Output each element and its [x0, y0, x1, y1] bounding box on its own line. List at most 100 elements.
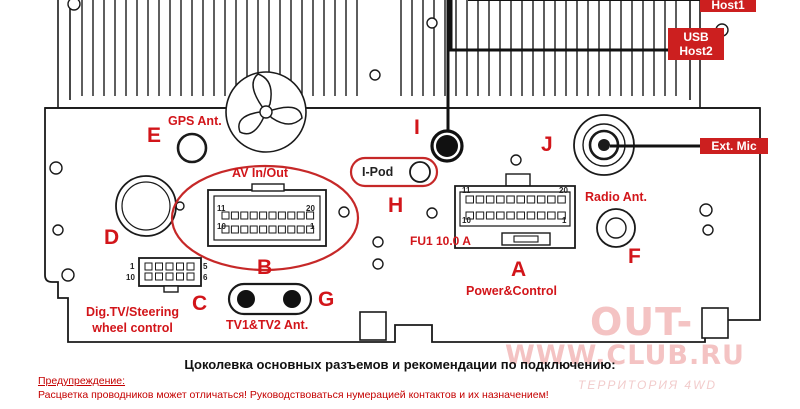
tv-antenna-plug [227, 282, 313, 316]
ipod-connector [349, 156, 439, 188]
av-pin [277, 211, 286, 220]
steering-pin-grid [144, 262, 195, 281]
power-pin [475, 211, 485, 220]
letter-a: A [511, 258, 527, 281]
chassis-outline [44, 107, 761, 343]
power-pin [485, 211, 495, 220]
power-pin [557, 195, 566, 204]
steering-pin [165, 262, 174, 271]
steering-pin [176, 262, 184, 271]
power-pin [496, 195, 505, 204]
diagram-caption: Цоколевка основных разъемов и рекомендац… [184, 357, 616, 372]
av-pin-10: 10 [217, 222, 226, 231]
label-ipod: I-Pod [362, 165, 394, 179]
letter-c: C [192, 292, 208, 315]
power-pin [516, 211, 525, 220]
letter-b: B [257, 256, 273, 279]
power-pin [557, 211, 566, 220]
power-control-connector [454, 173, 576, 249]
chassis-feet [359, 307, 729, 341]
av-pin [221, 211, 230, 220]
av-pin-20: 20 [306, 204, 315, 213]
label-tv-ant: TV1&TV2 Ant. [226, 318, 309, 332]
letter-g: G [318, 288, 335, 311]
steering-pin [155, 262, 163, 271]
av-pin [268, 225, 277, 234]
power-pin [506, 211, 515, 220]
pwr-pin-20: 20 [559, 186, 568, 195]
av-pin [240, 225, 249, 234]
letter-j: J [541, 133, 553, 156]
c-pin-5: 5 [203, 262, 208, 271]
letter-d: D [104, 226, 120, 249]
warning-title: Предупреждение: [38, 375, 126, 387]
steering-pin [144, 272, 153, 281]
watermark-line3: ТЕРРИТОРИЯ 4WD [578, 378, 718, 392]
av-pin [249, 211, 258, 220]
heatsink-fins [81, 0, 677, 96]
label-dig-tv: Dig.TV/Steering wheel control [86, 304, 179, 336]
av-pin [287, 211, 296, 220]
power-pin [475, 195, 485, 204]
av-pin-11: 11 [217, 204, 226, 213]
av-pin [277, 225, 286, 234]
av-pin-1: 1 [310, 222, 315, 231]
av-pin [230, 211, 239, 220]
letter-f: F [628, 245, 641, 268]
power-pin [465, 195, 474, 204]
label-av-in-out: AV In/Out [232, 166, 289, 180]
c-pin-10: 10 [126, 273, 135, 282]
power-pin [547, 195, 556, 204]
letter-e: E [147, 124, 162, 147]
power-pin [526, 211, 536, 220]
av-pin [306, 211, 315, 220]
av-pin [259, 211, 268, 220]
label-gps-ant: GPS Ant. [168, 114, 222, 128]
steering-pin [176, 272, 184, 281]
steering-pin [155, 272, 163, 281]
watermark-line2: WWW.CLUB.RU [505, 340, 745, 371]
top-heatsink [57, 0, 701, 109]
warning-text: Расцветка проводников может отличаться! … [38, 389, 549, 401]
steering-pin [186, 272, 195, 281]
ext-mic-socket [573, 114, 700, 176]
av-pin [221, 225, 230, 234]
usb-host2-line1: USB [683, 30, 709, 44]
pwr-pin-11: 11 [462, 186, 471, 195]
label-radio-ant: Radio Ant. [585, 190, 648, 204]
power-pin [465, 211, 474, 220]
av-pin [259, 225, 268, 234]
steering-pin [144, 262, 153, 271]
power-pin [485, 195, 495, 204]
av-connector [207, 183, 327, 247]
av-pin-grid [221, 211, 315, 234]
power-pin [506, 195, 515, 204]
power-pin [536, 195, 546, 204]
gps-antenna-socket [176, 132, 208, 164]
radio-antenna-socket [596, 208, 636, 248]
label-dig-tv-line2: wheel control [92, 321, 173, 335]
av-pin [240, 211, 249, 220]
c-pin-6: 6 [203, 273, 208, 282]
pwr-pin-1: 1 [562, 216, 567, 225]
label-fuse: FU1 10.0 A [410, 234, 471, 248]
steering-pin [186, 262, 195, 271]
usb-socket [430, 0, 700, 163]
c-pin-1: 1 [130, 262, 135, 271]
power-pin [496, 211, 505, 220]
av-pin [296, 225, 305, 234]
digital-tv-round-connector [115, 175, 177, 237]
power-pin-grid [465, 195, 566, 220]
av-highlight-ellipse [170, 164, 360, 272]
av-pin [296, 211, 305, 220]
usb-host2-line2: Host2 [679, 44, 713, 58]
label-power-control: Power&Control [466, 284, 557, 298]
av-pin [268, 211, 277, 220]
usb-host1-tag: Host1 [700, 0, 756, 12]
ext-mic-tag: Ext. Mic [700, 138, 768, 154]
power-pin [547, 211, 556, 220]
av-pin [249, 225, 258, 234]
label-dig-tv-line1: Dig.TV/Steering [86, 305, 180, 319]
steering-wheel-connector [138, 257, 202, 293]
pwr-pin-10: 10 [462, 216, 471, 225]
